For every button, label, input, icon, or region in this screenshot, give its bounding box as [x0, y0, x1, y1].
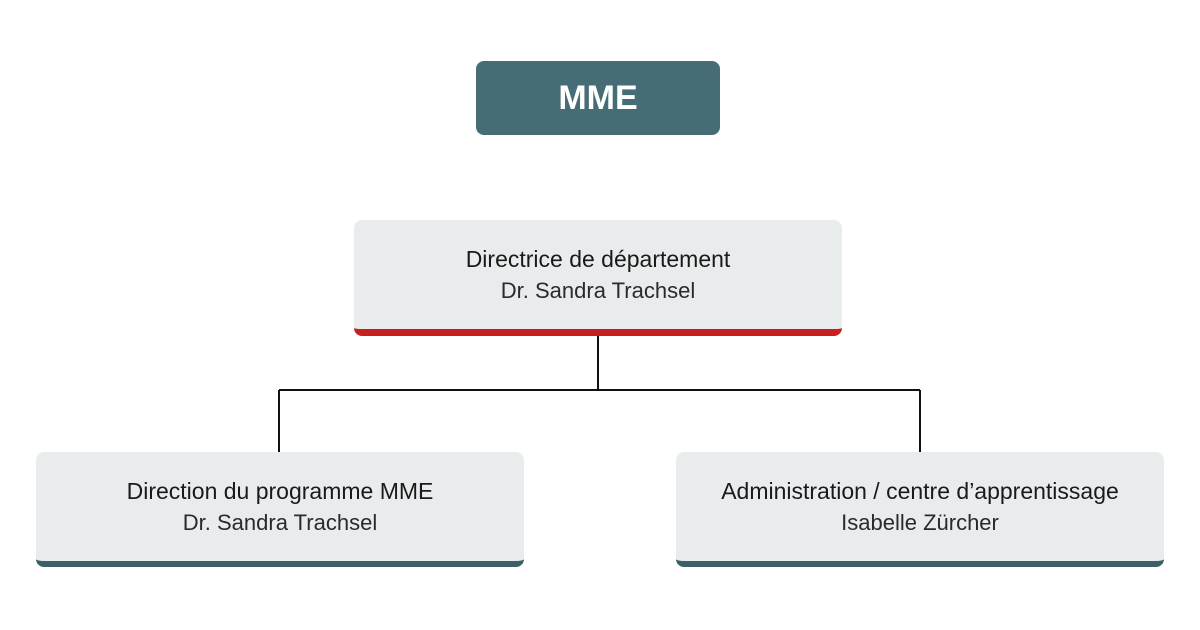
node-department-head: Directrice de département Dr. Sandra Tra…	[354, 220, 842, 336]
node-role: Administration / centre d’apprentissage	[721, 477, 1119, 504]
node-person: Dr. Sandra Trachsel	[500, 277, 696, 303]
node-administration: Administration / centre d’apprentissage …	[676, 452, 1164, 567]
org-title-box: MME	[476, 61, 720, 135]
node-person: Dr. Sandra Trachsel	[182, 509, 378, 535]
org-title: MME	[558, 78, 638, 117]
node-program-direction: Direction du programme MME Dr. Sandra Tr…	[36, 452, 524, 567]
node-role: Directrice de département	[465, 245, 731, 272]
node-role: Direction du programme MME	[126, 477, 434, 504]
node-person: Isabelle Zürcher	[841, 509, 999, 535]
